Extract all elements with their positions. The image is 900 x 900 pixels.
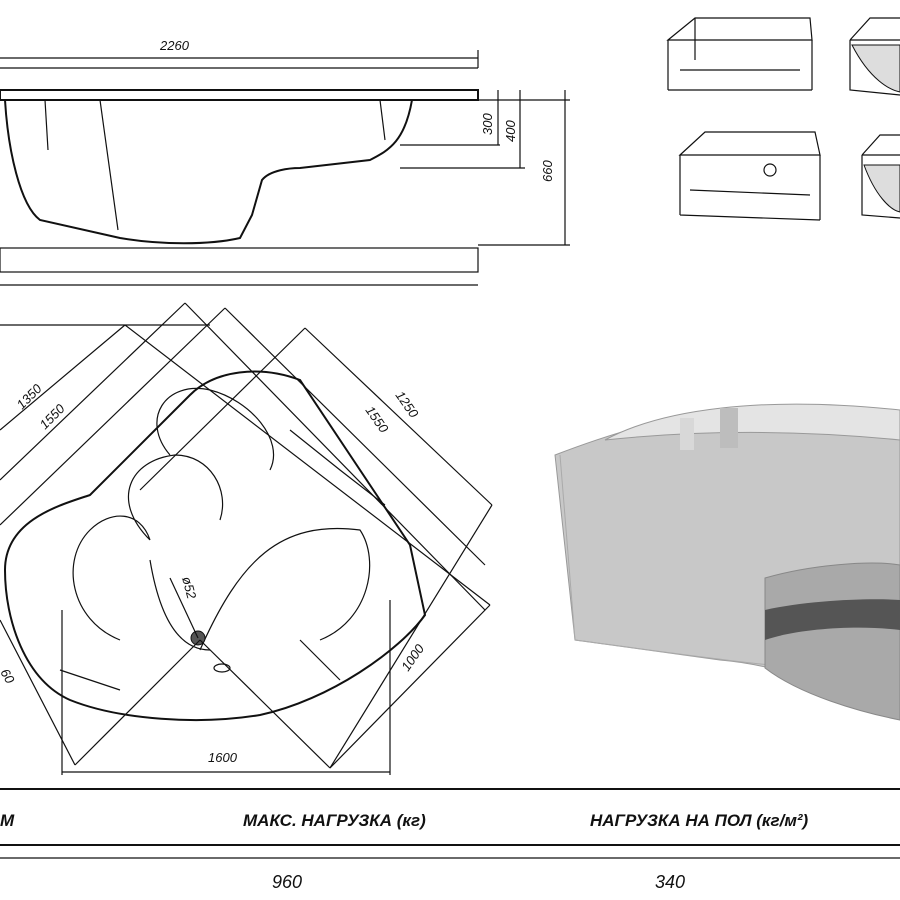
floor-load-header: НАГРУЗКА НА ПОЛ (кг/м²) [590, 811, 809, 830]
frame-variant-2 [849, 17, 900, 96]
frame-variant-3 [678, 131, 821, 221]
dim-300: 300 [480, 113, 495, 135]
dim-1550-right: 1550 [363, 403, 392, 436]
spec-table: М МАКС. НАГРУЗКА (кг) НАГРУЗКА НА ПОЛ (к… [0, 788, 900, 892]
floor-load-value: 340 [655, 872, 685, 892]
frame-variant-4 [861, 134, 900, 219]
dim-1250: 1250 [393, 388, 422, 421]
top-view: ø52 1350 1550 1250 1550 1000 1600 60 [0, 302, 493, 775]
bathtub-3d-render [554, 403, 900, 721]
dim-400: 400 [503, 120, 518, 142]
dim-660: 660 [540, 160, 555, 182]
frame-variant-1 [666, 17, 813, 91]
side-view: 2260 300 400 660 [0, 38, 570, 286]
max-load-value: 960 [272, 872, 302, 892]
col0-header: М [0, 811, 15, 830]
max-load-header: МАКС. НАГРУЗКА (кг) [243, 811, 426, 830]
dim-left-cut: 60 [0, 666, 18, 687]
dim-1550-left: 1550 [37, 401, 69, 433]
dim-length: 2260 [159, 38, 190, 53]
dim-1000: 1000 [398, 641, 427, 674]
dim-1600: 1600 [208, 750, 238, 765]
drain-diameter: ø52 [179, 575, 199, 601]
